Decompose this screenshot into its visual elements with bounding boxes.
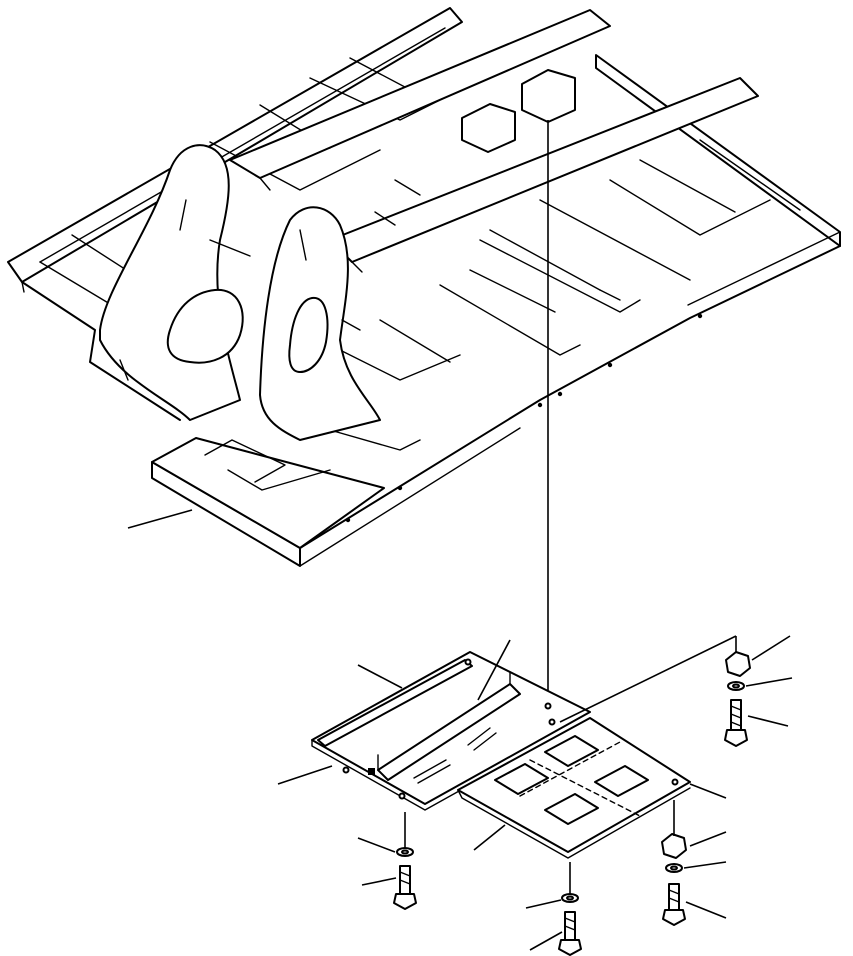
- frame-bracket-a: [521, 69, 576, 123]
- hex-bolt-icon: [724, 699, 748, 747]
- hex-nut-icon: [725, 651, 751, 677]
- callout-leader: [277, 765, 333, 785]
- frame-left-rail: [7, 7, 463, 283]
- callout-leader: [477, 639, 511, 701]
- cover-right-plate: [457, 717, 691, 853]
- frame-front-deck: [151, 437, 385, 549]
- frame-left-tower: [99, 144, 241, 421]
- frame-assembly: [7, 7, 841, 567]
- cover-right-pocket-d: [594, 765, 649, 797]
- callout-leader: [751, 635, 791, 661]
- callout-leader: [357, 664, 403, 689]
- cover-right-pocket-b: [544, 735, 599, 767]
- fasteners: [393, 635, 751, 956]
- callout-leader: [689, 831, 727, 847]
- cover-left-rib-a: [317, 659, 473, 747]
- callout-leader: [361, 877, 397, 886]
- frame-right-rail: [595, 54, 841, 247]
- frame-tower-hole-right: [288, 296, 329, 373]
- callout-leaders: [127, 509, 793, 951]
- flat-washer-icon: [727, 681, 745, 691]
- under-cover-right: [457, 717, 691, 859]
- callout-leader: [127, 509, 193, 529]
- flat-washer-icon: [665, 863, 683, 873]
- flat-washer-icon: [561, 893, 579, 903]
- callout-leader: [689, 783, 727, 799]
- callout-leader: [473, 824, 506, 851]
- callout-leader: [683, 861, 727, 869]
- flat-washer-icon: [396, 847, 414, 857]
- hex-bolt-icon: [662, 883, 686, 926]
- hex-nut-icon: [661, 833, 687, 859]
- frame-bracket-b: [461, 103, 516, 153]
- hex-bolt-icon: [558, 911, 582, 956]
- frame-upper-beam: [229, 9, 611, 179]
- under-cover-left: [311, 651, 591, 811]
- frame-deck-left-edge: [21, 281, 181, 421]
- cover-left-rib-b: [377, 683, 521, 781]
- frame-deck-front-edge: [299, 245, 841, 549]
- callout-leader: [745, 677, 793, 687]
- frame-tower-hole-left: [166, 288, 244, 364]
- callout-leader: [357, 837, 396, 853]
- callout-leader: [685, 901, 727, 919]
- callout-leader: [529, 931, 563, 951]
- callout-leader: [525, 899, 562, 909]
- callout-leader: [747, 715, 789, 727]
- hex-bolt-icon: [393, 865, 417, 910]
- cover-right-pocket-a: [494, 763, 549, 795]
- cover-right-pocket-c: [544, 793, 599, 825]
